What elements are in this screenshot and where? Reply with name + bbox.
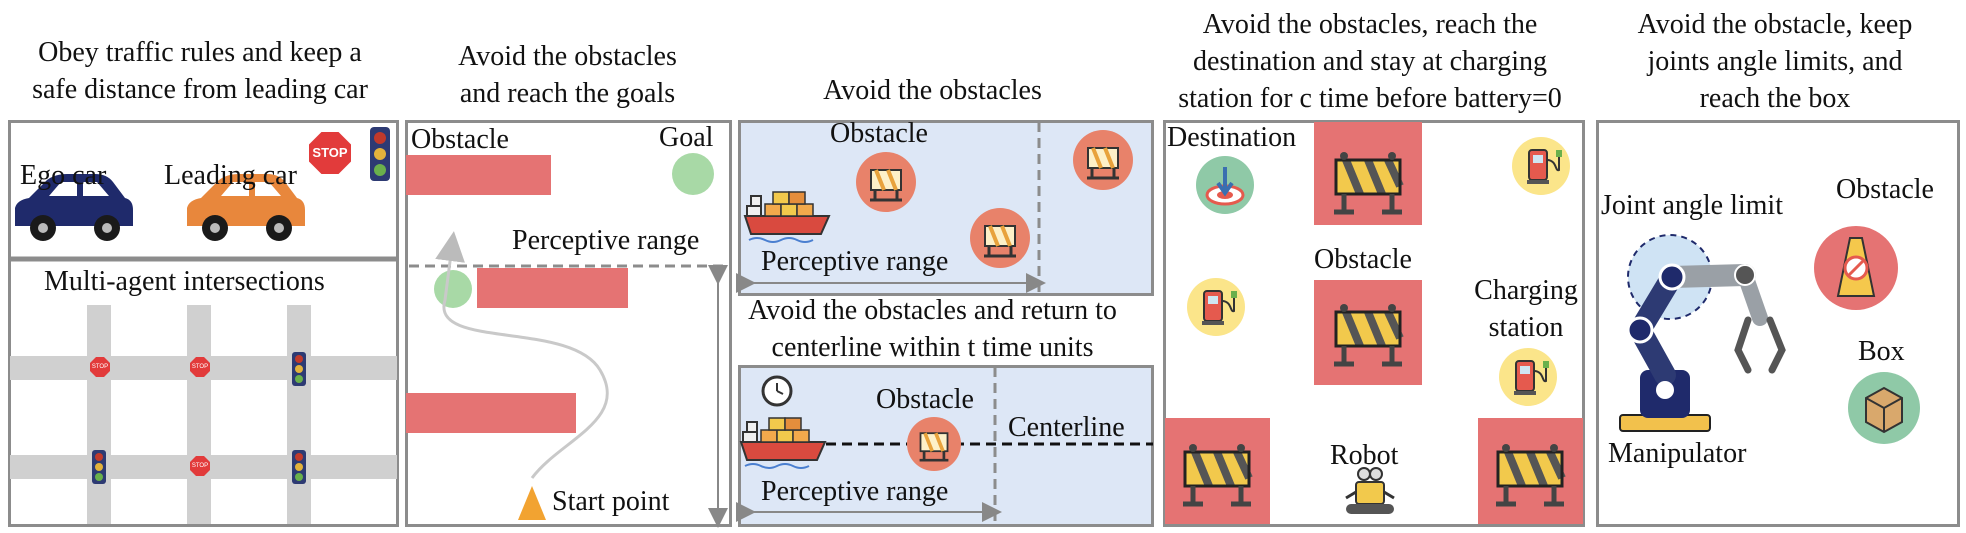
box-label: Box (1858, 336, 1905, 367)
charging-title-line2: destination and stay at charging (1192, 46, 1548, 77)
obstacle-icon (968, 206, 1032, 270)
stop-small-text: STOP (191, 463, 209, 469)
obstacle-label: Obstacle (1836, 174, 1934, 205)
obstacle-label: Obstacle (1314, 244, 1412, 275)
traffic-title: Obey traffic rules and keep a safe dista… (0, 34, 400, 108)
box-icon (1848, 372, 1920, 444)
traffic-light-small-icon (292, 352, 306, 386)
obstacle-icon (905, 415, 963, 473)
joint-angle-limit-label: Joint angle limit (1601, 190, 1783, 221)
ship-bottom-title-line1: Avoid the obstacles and return to (748, 295, 1117, 326)
perceptive-range-label: Perceptive range (512, 225, 700, 256)
perceptive-range-label: Perceptive range (761, 476, 949, 507)
road-grid (10, 305, 397, 524)
manipulator-title-line2: joints angle limits, and (1647, 46, 1903, 77)
ship-bottom-title-line2: centerline within t time units (771, 332, 1094, 363)
start-point-icon (518, 486, 546, 520)
clock-icon (761, 375, 793, 407)
ship-bottom-title: Avoid the obstacles and return to center… (735, 292, 1130, 366)
trajectory-path (435, 231, 609, 479)
goal-circle (672, 153, 714, 195)
leading-car-icon (187, 174, 305, 241)
charging-station-label-line2: station (1488, 312, 1564, 343)
goal-label: Goal (659, 122, 714, 153)
perceptive-range-label: Perceptive range (761, 246, 949, 277)
ego-car-icon (15, 174, 133, 241)
destination-label: Destination (1167, 122, 1297, 153)
obstacle-bar (406, 393, 576, 433)
stop-small-text: STOP (191, 364, 209, 370)
centerline-label: Centerline (1008, 412, 1125, 443)
manipulator-label: Manipulator (1608, 438, 1747, 469)
ship-top-title: Avoid the obstacles (735, 72, 1130, 109)
ship-icon (744, 191, 830, 243)
ego-car-label: Ego car (20, 160, 107, 191)
manipulator-title: Avoid the obstacle, keep joints angle li… (1590, 6, 1960, 117)
charging-title-line1: Avoid the obstacles, reach the (1202, 9, 1538, 40)
obstacle-icon (854, 150, 918, 214)
start-point-label: Start point (552, 486, 670, 517)
obstacle-label: Obstacle (876, 384, 974, 415)
charging-title-line3: station for c time before battery=0 (1178, 83, 1562, 114)
obstacle-sign-icon (1814, 226, 1898, 310)
goals-title: Avoid the obstacles and reach the goals (405, 38, 730, 112)
traffic-title-line1: Obey traffic rules and keep a (38, 37, 362, 68)
obstacle-label: Obstacle (411, 124, 509, 155)
obstacle-icon (1071, 128, 1135, 192)
robot-label: Robot (1330, 440, 1399, 471)
obstacle-label: Obstacle (830, 118, 928, 149)
traffic-light-small-icon (92, 450, 106, 484)
charging-station-label-line1: Charging (1474, 275, 1578, 306)
charging-station-icon (1511, 136, 1571, 196)
traffic-light-icon (370, 127, 390, 181)
destination-icon (1196, 156, 1254, 214)
stop-sign-small-icon (90, 357, 110, 377)
stop-sign-icon (307, 130, 353, 176)
stop-sign-text: STOP (312, 145, 348, 160)
stop-sign-small-icon (190, 357, 210, 377)
robot-icon (1345, 467, 1395, 514)
charging-station-label: Charging station (1464, 272, 1588, 346)
obstacle-bar (406, 155, 551, 195)
stop-sign-small-icon (190, 456, 210, 476)
intersections-label: Multi-agent intersections (44, 266, 325, 297)
traffic-title-line2: safe distance from leading car (32, 74, 368, 105)
stop-small-text: STOP (91, 364, 109, 370)
ship-icon (740, 417, 826, 469)
traffic-light-small-icon (292, 450, 306, 484)
goals-title-line1: Avoid the obstacles (458, 41, 677, 72)
manipulator-icon (1619, 263, 1786, 432)
goals-title-line2: and reach the goals (459, 78, 676, 109)
ship-top-title-text: Avoid the obstacles (823, 75, 1042, 106)
leading-car-label: Leading car (164, 160, 297, 191)
charging-station-icon (1498, 347, 1558, 407)
goal-circle (434, 270, 472, 308)
charging-title: Avoid the obstacles, reach the destinati… (1160, 6, 1580, 117)
obstacle-bar (477, 268, 628, 308)
manipulator-title-line3: reach the box (1699, 83, 1851, 114)
charging-station-icon (1186, 277, 1246, 337)
manipulator-title-line1: Avoid the obstacle, keep (1637, 9, 1913, 40)
